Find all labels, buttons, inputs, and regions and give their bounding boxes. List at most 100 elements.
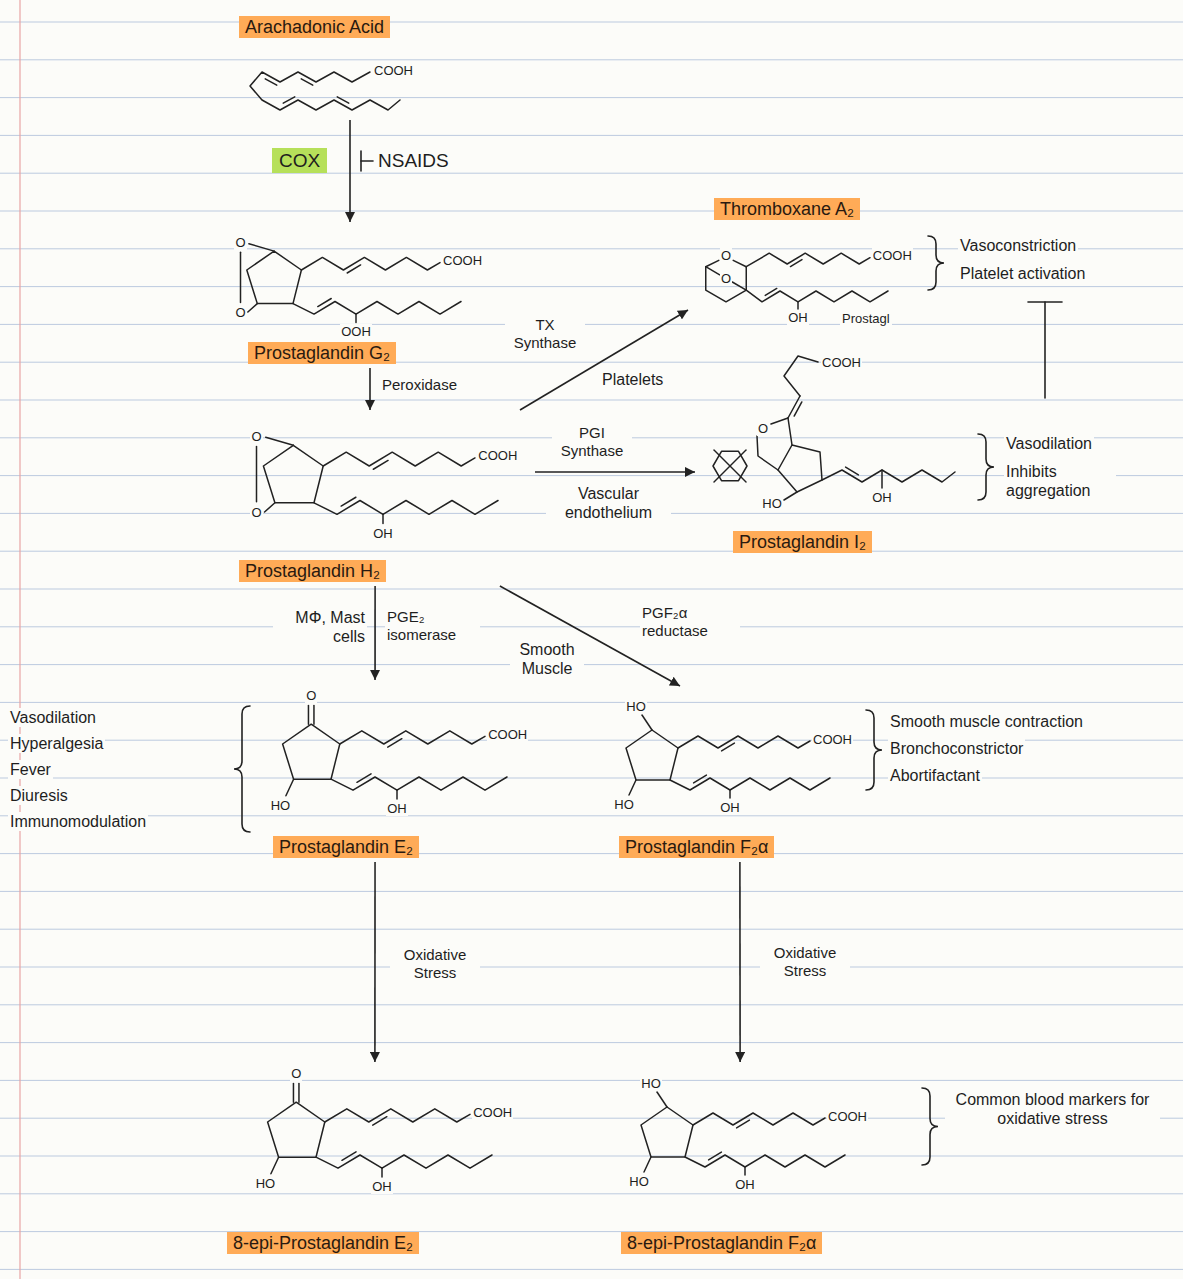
bond-line xyxy=(341,497,356,506)
bond-line xyxy=(293,302,461,315)
inhibition-bar xyxy=(361,160,373,162)
crossed-note: Prostagl xyxy=(840,310,892,327)
reaction-arrow xyxy=(374,862,376,1062)
ruled-line xyxy=(0,853,1183,854)
ruled-line xyxy=(0,211,1183,212)
ruled-line xyxy=(0,1080,1183,1081)
curly-bracket xyxy=(928,236,944,290)
bond-line xyxy=(790,260,802,267)
site-note: Smooth Muscle xyxy=(510,640,584,678)
compound-node: Prostaglandin G₂ xyxy=(228,222,478,368)
atom-label: OH xyxy=(372,526,394,541)
bond-line xyxy=(644,1157,651,1172)
atom-label: COOH xyxy=(477,448,518,463)
atom-label: HO xyxy=(625,699,647,714)
bond-line xyxy=(373,460,388,469)
bond-line xyxy=(784,356,818,396)
effect-note: Diuresis xyxy=(8,786,70,805)
atom-label: O xyxy=(757,421,769,436)
ruled-line xyxy=(0,702,1183,703)
atom-label: COOH xyxy=(872,248,913,263)
enzyme-label: TX Synthase xyxy=(505,316,585,352)
compound-node: Prostaglandin E₂ xyxy=(255,680,520,862)
bond-line xyxy=(881,470,883,488)
bond-line xyxy=(381,1168,383,1177)
bond-line xyxy=(733,260,746,266)
effect-note: Hyperalgesia xyxy=(8,734,105,753)
bond-line xyxy=(706,260,747,301)
ruled-line xyxy=(0,589,1183,590)
atom-label: HO xyxy=(761,496,783,511)
bond-line xyxy=(714,450,746,482)
ruled-line xyxy=(0,891,1183,892)
curly-bracket xyxy=(978,434,994,500)
atom-label: COOH xyxy=(487,727,528,742)
bond-line xyxy=(331,777,507,790)
effect-note: Common blood markers for oxidative stres… xyxy=(945,1090,1160,1128)
bond-line xyxy=(746,290,888,302)
bond-line xyxy=(396,790,398,799)
atom-label: O xyxy=(250,505,262,520)
bond-line xyxy=(314,501,498,515)
ruled-line xyxy=(0,135,1183,136)
ruled-line xyxy=(0,59,1183,60)
bond-line xyxy=(657,1092,667,1107)
bond-line xyxy=(706,267,720,275)
bond-line xyxy=(265,503,275,512)
enzyme-label: PGE₂ isomerase xyxy=(385,608,480,644)
ruled-line xyxy=(0,1269,1183,1270)
site-note: Platelets xyxy=(600,370,665,389)
bond-line xyxy=(757,436,778,470)
bond-line xyxy=(788,396,800,418)
compound-node: 8-epi-Prostaglandin F₂α xyxy=(615,1062,900,1258)
compound-name: Prostaglandin I₂ xyxy=(733,531,872,553)
compound-node: Prostaglandin H₂ xyxy=(235,410,535,586)
bond-line xyxy=(293,1084,295,1103)
bond-line xyxy=(642,715,652,730)
ruled-line xyxy=(0,815,1183,816)
bond-line xyxy=(626,730,678,780)
ruled-line xyxy=(0,929,1183,930)
compound-node: Arachadonic Acid xyxy=(235,14,465,120)
bond-line xyxy=(714,450,746,482)
atom-label: HO xyxy=(613,797,635,812)
atom-label: HO xyxy=(628,1174,650,1189)
effect-note: Smooth muscle contraction xyxy=(888,712,1085,731)
bond-line xyxy=(794,402,802,416)
bond-line xyxy=(678,736,810,748)
site-note: MΦ, Mast cells xyxy=(273,608,367,646)
bond-line xyxy=(340,731,485,744)
enzyme-label: PGI Synthase xyxy=(552,424,632,460)
reaction-arrow xyxy=(349,120,351,222)
compound-name: Thromboxane A₂ xyxy=(714,198,860,220)
atom-label: HO xyxy=(640,1076,662,1091)
bond-line xyxy=(746,253,870,267)
ruled-line xyxy=(0,664,1183,665)
atom-label: COOH xyxy=(373,63,414,78)
bond-line xyxy=(729,790,731,798)
bond-line xyxy=(788,418,792,445)
curly-bracket xyxy=(866,710,882,790)
bond-line xyxy=(737,1120,750,1128)
bond-line xyxy=(357,774,371,782)
bond-line xyxy=(308,706,310,725)
bond-line xyxy=(301,79,313,85)
atom-label: O xyxy=(720,271,732,286)
bond-line xyxy=(248,304,257,312)
bond-line xyxy=(765,288,777,295)
ruled-line xyxy=(0,967,1183,968)
effect-note: Abortifactant xyxy=(888,766,982,785)
effect-note: Platelet activation xyxy=(958,264,1087,283)
compound-name: Prostaglandin E₂ xyxy=(273,836,419,858)
compound-node: 8-epi-Prostaglandin E₂ xyxy=(225,1062,510,1258)
ruled-line xyxy=(0,97,1183,98)
bond-line xyxy=(778,445,822,492)
ruled-line xyxy=(0,1042,1183,1043)
bond-line xyxy=(283,724,340,779)
bond-line xyxy=(325,1109,470,1122)
reaction-arrow xyxy=(369,368,371,410)
bond-line xyxy=(771,418,788,424)
bond-line xyxy=(732,282,746,290)
bond-line xyxy=(286,779,294,796)
